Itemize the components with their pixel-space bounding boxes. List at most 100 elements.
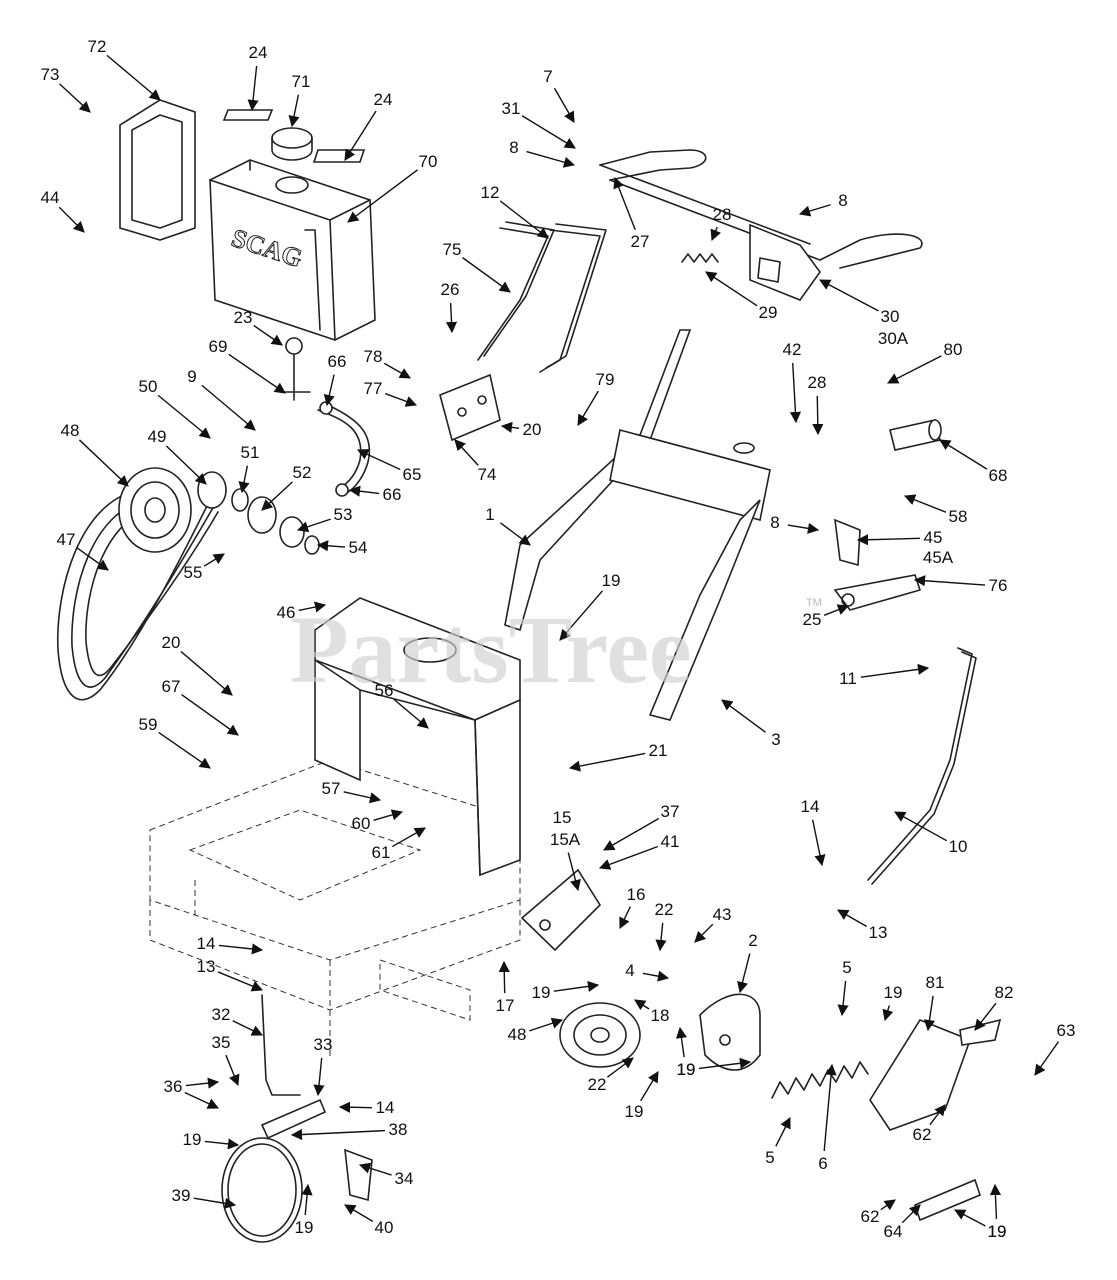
callout-label-c59: 59 [139,715,158,734]
callout-label-c22a: 22 [655,900,674,919]
callout-leader-c52 [261,481,293,511]
callout-label-c6: 6 [818,1154,827,1173]
callout-label-c51: 51 [241,443,260,462]
callout-leader-c8a [526,150,576,168]
callout-label-c58: 58 [949,507,968,526]
callout-leader-c12 [499,200,549,239]
callout-label-c73: 73 [41,65,60,84]
pivot-bracket-15 [520,868,602,952]
callout-label-c66b: 66 [383,485,402,504]
callout-leader-c74 [454,439,479,466]
chassis-frame [149,759,521,1060]
idler-arm-81 [869,1018,1002,1131]
callout-label-c8b: 8 [838,191,847,210]
tension-spring-6 [771,1061,869,1099]
callout-label-c10: 10 [949,837,968,856]
callout-label-c67: 67 [162,677,181,696]
callout-label-c14a: 14 [801,797,820,816]
watermark-tm: TM [806,597,822,609]
callout-label-c27: 27 [631,232,650,251]
callout-leader-c20b [180,650,233,696]
callout-leader-c62a [929,1104,946,1126]
clip-45 [834,518,861,567]
belt [56,489,219,701]
callout-label-c17: 17 [496,996,515,1015]
idler-plate-2 [699,993,761,1071]
callout-label-c5b: 5 [765,1148,774,1167]
callout-label-c68: 68 [989,466,1008,485]
callout-leader-c62b [880,1199,896,1211]
callout-label-c19f: 19 [625,1102,644,1121]
callout-leader-c17 [498,960,510,994]
callout-label-c34: 34 [395,1169,414,1188]
callout-leader-c13a [837,909,868,928]
callout-label-c28b: 28 [808,373,827,392]
callout-leader-c47 [76,546,109,571]
callout-label-c63: 63 [1057,1021,1076,1040]
callout-label-c62a: 62 [913,1125,932,1144]
callout-label-c48a: 48 [61,421,80,440]
callout-leader-c8b [798,204,831,217]
callout-leader-c59 [158,731,211,769]
fuel-cap [271,127,313,161]
spindle-hub [197,471,320,555]
callout-leader-c49 [165,445,207,485]
link-arm-76 [833,574,922,611]
callout-leader-c10 [894,811,947,842]
callout-leader-c23 [253,324,283,346]
link-plate-64 [914,1178,981,1222]
callout-label-c19g: 19 [988,1222,1007,1241]
callout-label-c60: 60 [352,814,371,833]
handle-34 [344,1148,373,1202]
callout-leader-c63 [1034,1041,1060,1076]
callout-leader-c36b [184,1091,220,1109]
callout-label-c75: 75 [443,240,462,259]
callout-leader-c11 [860,663,930,678]
callout-leader-c18 [634,999,650,1011]
callout-leader-c39 [193,1197,237,1209]
callout-label-c15A: 15A [550,830,581,849]
callout-leader-c45 [856,534,921,546]
callout-leader-c42 [789,362,802,424]
callout-leader-c5a [837,980,849,1017]
callout-leader-c19d [675,1026,687,1058]
callout-label-c77: 77 [364,379,383,398]
callout-label-c49: 49 [148,427,167,446]
callout-leader-c57 [343,791,382,804]
main-bracket [314,597,521,877]
callout-leader-c60 [373,809,404,822]
spring-29 [681,253,719,263]
callout-label-c62b: 62 [861,1207,880,1226]
callout-leader-c51 [238,465,250,494]
callout-label-c72: 72 [88,37,107,56]
callout-label-c53: 53 [334,505,353,524]
callout-label-c69: 69 [209,337,228,356]
callout-label-c14c: 14 [376,1098,395,1117]
callout-label-c19i: 19 [183,1130,202,1149]
callout-label-c45: 45 [924,528,943,547]
callout-label-c5a: 5 [842,958,851,977]
rod-32 [261,994,301,1096]
callout-leader-c61 [391,827,426,848]
callout-leader-c1 [499,522,531,546]
callout-leader-c24a [247,65,259,112]
callout-leader-c28a [710,226,721,242]
callout-leader-c19i [204,1138,240,1150]
callout-leader-c81 [923,995,936,1032]
callout-label-c25: 25 [803,610,822,629]
callout-label-c35: 35 [212,1033,231,1052]
callout-label-c44: 44 [41,188,60,207]
callout-leader-c76 [913,575,986,587]
callout-label-c12: 12 [481,183,500,202]
callout-leader-c27 [613,176,636,231]
callout-label-c7: 7 [543,67,552,86]
callout-label-c43: 43 [713,905,732,924]
callout-leader-c75 [462,257,511,293]
callout-leader-c58 [903,494,947,513]
callout-leader-c80 [887,355,942,384]
callout-leader-c22b [606,1057,634,1078]
callout-label-c18: 18 [651,1006,670,1025]
callout-label-c19c: 19 [884,983,903,1002]
